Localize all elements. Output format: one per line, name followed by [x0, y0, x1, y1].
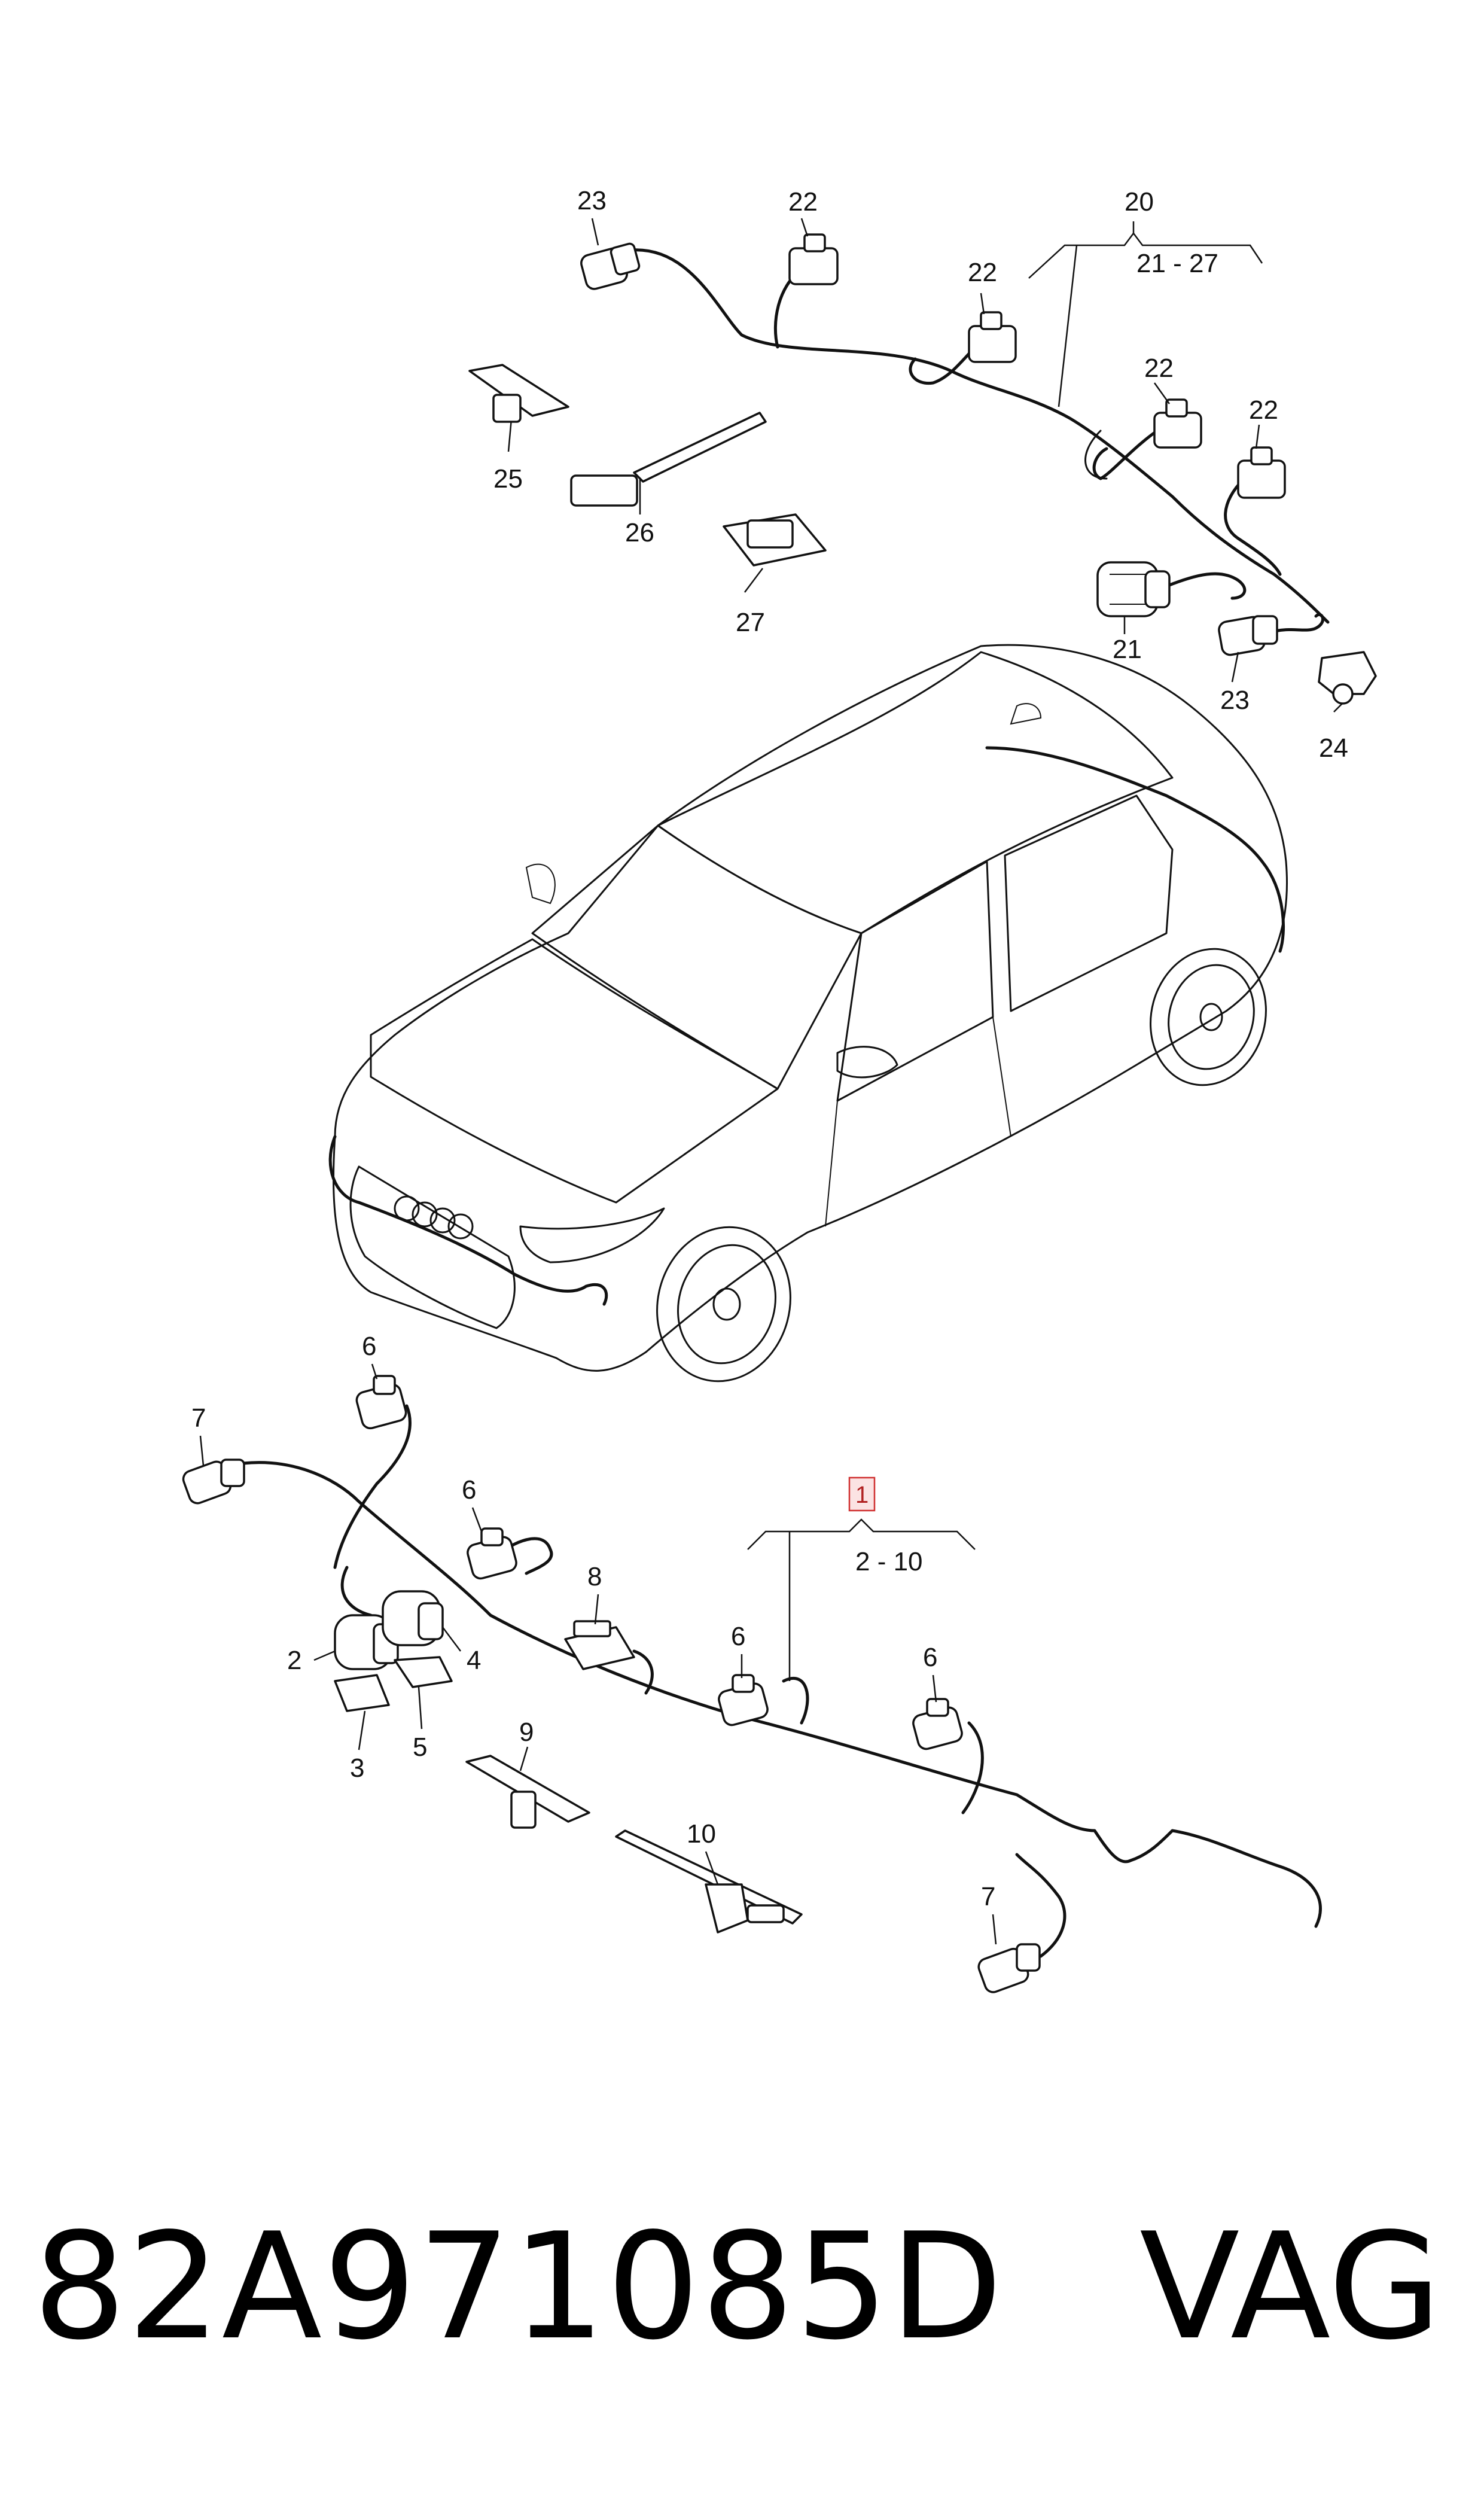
car-door-line [992, 1016, 1011, 1137]
car-side-window-rear [1004, 794, 1174, 1012]
car-left-mirror [525, 863, 556, 905]
front-harness-branch-6a [333, 1404, 412, 1569]
callout-6-d: 6 [923, 1643, 937, 1672]
rear-harness-group [580, 233, 1377, 705]
connector-7-top [182, 1459, 245, 1505]
car-front-harness [328, 1135, 608, 1306]
brand-text: VAG [1139, 2202, 1442, 2372]
rear-harness-loop [1084, 430, 1108, 480]
callout-7-top: 7 [191, 1403, 206, 1433]
car-roof [657, 651, 1174, 934]
rear-harness-branch-22b [909, 339, 983, 385]
connector-22-b [968, 311, 1017, 363]
callout-6-a: 6 [362, 1332, 376, 1361]
connector-6-c [718, 1674, 769, 1727]
car-illustration [328, 644, 1288, 1383]
rear-harness-branch-21 [1165, 572, 1247, 600]
connector-4 [382, 1590, 444, 1646]
callout-20-range: 21 - 27 [1136, 249, 1218, 278]
connector-8 [564, 1620, 635, 1670]
rear-harness-main-wire [620, 248, 1330, 624]
callout-22-d: 22 [1249, 395, 1278, 425]
callout-24: 24 [1319, 733, 1348, 763]
front-harness-branch-6c [782, 1676, 809, 1725]
car-rear-wheel [1150, 948, 1267, 1086]
bracket-1 [747, 1476, 976, 1681]
front-harness-branch-8 [632, 1649, 654, 1695]
callout-23-top: 23 [577, 186, 607, 215]
part-9-bracket [465, 1755, 590, 1829]
part-number-text: 82A971085D [33, 2202, 1004, 2372]
car-headlight [519, 1207, 665, 1263]
callout-4: 4 [467, 1646, 481, 1675]
callout-2: 2 [287, 1646, 301, 1675]
callout-22-a: 22 [788, 187, 818, 217]
part-27-clip [723, 513, 827, 567]
car-grille [349, 1165, 516, 1329]
car-door-line-2 [825, 1100, 838, 1227]
car-hood [370, 938, 779, 1204]
connector-23-top [580, 242, 641, 290]
front-harness-main-wire [226, 1461, 1322, 1928]
connector-21 [1096, 561, 1171, 617]
callout-6-c: 6 [731, 1622, 745, 1651]
connector-22-a [788, 233, 839, 285]
callout-22-c: 22 [1144, 354, 1174, 383]
car-side-window-front [836, 860, 994, 1102]
car-rear-harness [985, 746, 1285, 953]
part-3-bracket [334, 1674, 390, 1712]
callout-20: 20 [1125, 187, 1154, 217]
car-side-mirror [836, 1046, 898, 1079]
connector-6-d [912, 1698, 963, 1750]
front-harness-branch-2-4 [340, 1566, 373, 1617]
bracket-20 [1028, 221, 1263, 407]
car-front-wheel [656, 1226, 791, 1383]
front-harness-branch-6b [495, 1537, 553, 1575]
car-antenna [1010, 703, 1042, 725]
front-harness-group [182, 1375, 1322, 1993]
callout-26: 26 [625, 518, 654, 547]
rear-leader-lines [507, 218, 1343, 713]
callout-5: 5 [413, 1733, 427, 1762]
part-25-bracket [468, 364, 569, 423]
callout-21: 21 [1113, 635, 1142, 664]
callout-9: 9 [519, 1718, 534, 1747]
callout-1-range: 2 - 10 [855, 1547, 923, 1576]
part-26-cable-tie [570, 412, 767, 507]
connector-6-b [467, 1527, 517, 1580]
connector-7-bottom [977, 1943, 1041, 1993]
connector-23-bottom [1218, 615, 1278, 656]
callout-10: 10 [687, 1819, 716, 1849]
callout-labels: 20 21 - 27 23 22 22 22 22 21 23 24 25 26… [191, 186, 1348, 1911]
callout-23-bottom: 23 [1220, 686, 1250, 715]
car-windshield [531, 824, 863, 1090]
front-harness-tail-7 [1015, 1853, 1066, 1958]
callout-1-highlight-box [848, 1476, 876, 1512]
connector-22-d [1237, 446, 1286, 499]
front-harness-branch-6d [961, 1721, 984, 1814]
rear-harness-branch-22d [1224, 477, 1282, 576]
car-body-outline [333, 644, 1288, 1372]
callout-7-bottom: 7 [981, 1882, 995, 1911]
rear-harness-branch-22c [1092, 423, 1168, 480]
callout-6-b: 6 [462, 1475, 476, 1505]
part-5-bracket [394, 1656, 453, 1688]
callout-1: 1 [855, 1482, 869, 1508]
connector-22-c [1153, 398, 1202, 449]
part-10-cable-tie [615, 1829, 803, 1934]
part-24-sensor-mount [1318, 651, 1377, 705]
callout-25: 25 [493, 464, 523, 494]
front-leader-lines [199, 1363, 997, 1945]
callout-8: 8 [587, 1562, 602, 1591]
callout-22-b: 22 [968, 258, 997, 287]
callout-3: 3 [350, 1753, 364, 1783]
callout-27: 27 [736, 608, 765, 637]
connector-6-a [355, 1375, 407, 1430]
